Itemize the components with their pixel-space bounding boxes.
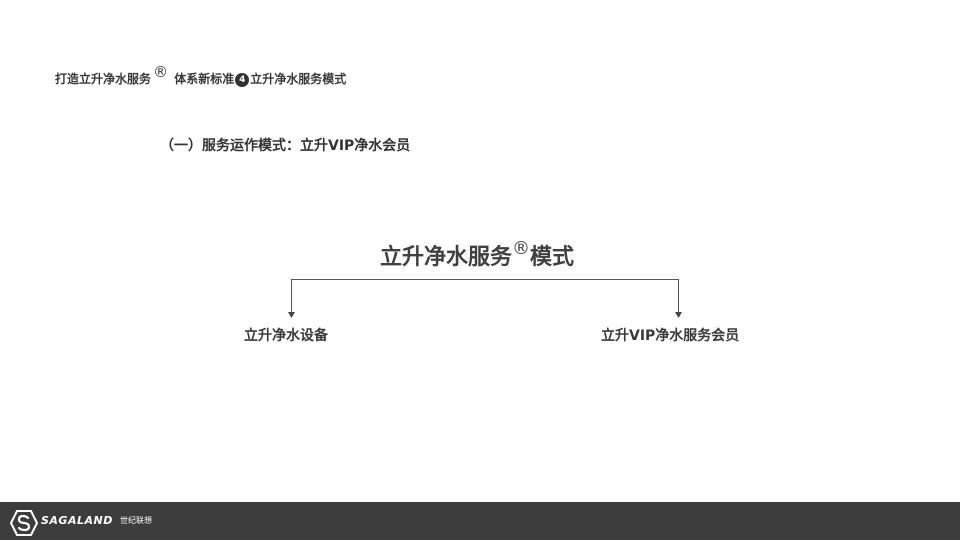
s-shield-icon [10, 510, 38, 536]
diagram-root-label: 立升净水服务 [380, 245, 513, 270]
section-heading: （一）服务运作模式：立升VIP净水会员 [160, 138, 411, 154]
footer-logo-cn: 世纪联想 [120, 516, 152, 525]
footer-logo-text: SAGALAND [41, 514, 113, 527]
diagram-child-equipment: 立升净水设备 [244, 328, 328, 344]
section-number-badge: 4 [235, 73, 250, 87]
connector-right-arrowhead [675, 312, 682, 318]
diagram-root-node: 立升净水服务®模式 [380, 232, 574, 275]
header-title-part2: 体系新标准 [170, 72, 235, 86]
diagram-root-registered-mark: ® [512, 238, 531, 259]
diagram-root-suffix: 模式 [530, 245, 575, 270]
registered-mark: ® [153, 63, 169, 81]
header-title-part3: 立升净水服务模式 [250, 72, 347, 86]
connector-left-arrowhead [288, 312, 295, 318]
footer-bar: SAGALAND 世纪联想 [0, 502, 960, 540]
header-title-part1: 打造立升净水服务 [55, 72, 152, 86]
diagram-child-vip-member: 立升VIP净水服务会员 [601, 328, 740, 344]
